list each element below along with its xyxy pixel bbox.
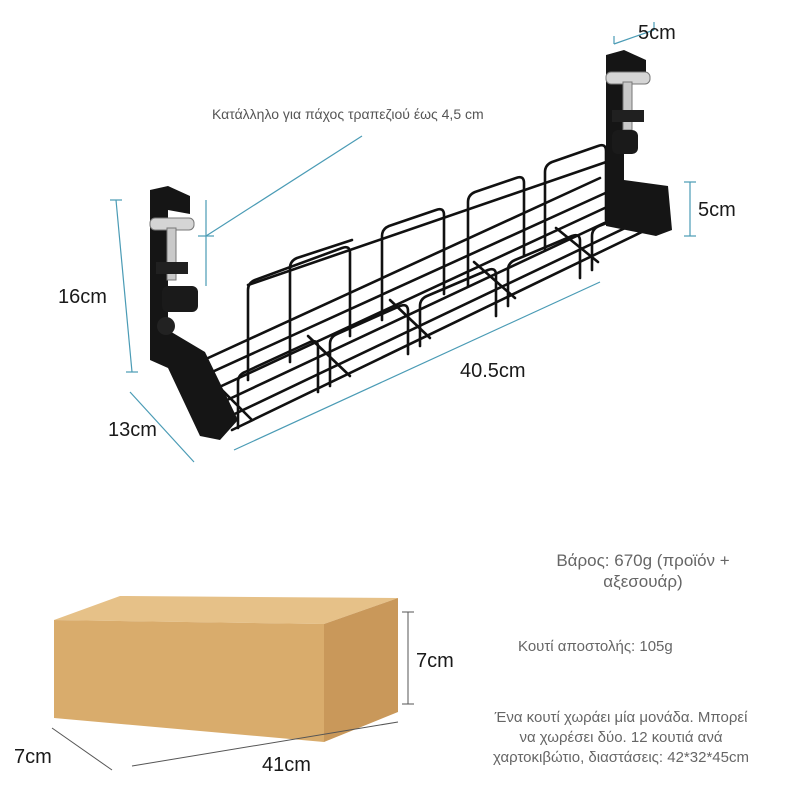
weight-line-2: αξεσουάρ)	[603, 572, 683, 591]
clamp-width-label: 5cm	[638, 22, 676, 44]
packing-line-3: χαρτοκιβώτιο, διαστάσεις: 42*32*45cm	[493, 749, 749, 766]
box-weight-info: Κουτί αποστολής: 105g	[518, 638, 673, 655]
tray-height-label: 16cm	[58, 286, 107, 308]
box-dimension-lines	[51, 611, 414, 771]
weight-info: Βάρος: 670g (προϊόν + αξεσουάρ)	[518, 550, 768, 592]
box-length-label: 41cm	[262, 754, 311, 776]
clamp-height-label: 5cm	[698, 199, 736, 221]
left-clamp-bracket	[149, 186, 238, 440]
tray-length-label: 40.5cm	[460, 360, 526, 382]
shipping-box-illustration	[54, 596, 398, 742]
box-depth-label: 7cm	[14, 746, 52, 768]
right-clamp-bracket	[605, 50, 672, 236]
packing-line-1: Ένα κουτί χωράει μία μονάδα. Μπορεί	[494, 709, 748, 726]
desk-thickness-note: Κατάλληλο για πάχος τραπεζιού έως 4,5 cm	[212, 106, 484, 122]
weight-line-1: Βάρος: 670g (προϊόν +	[556, 551, 730, 570]
tray-dimension-lines	[110, 22, 696, 463]
packing-line-2: να χωρέσει δύο. 12 κουτιά ανά	[519, 729, 723, 746]
packing-info: Ένα κουτί χωράει μία μονάδα. Μπορεί να χ…	[448, 708, 794, 768]
tray-depth-label: 13cm	[108, 419, 157, 441]
cable-tray-illustration	[180, 143, 652, 432]
box-height-label: 7cm	[416, 650, 454, 672]
